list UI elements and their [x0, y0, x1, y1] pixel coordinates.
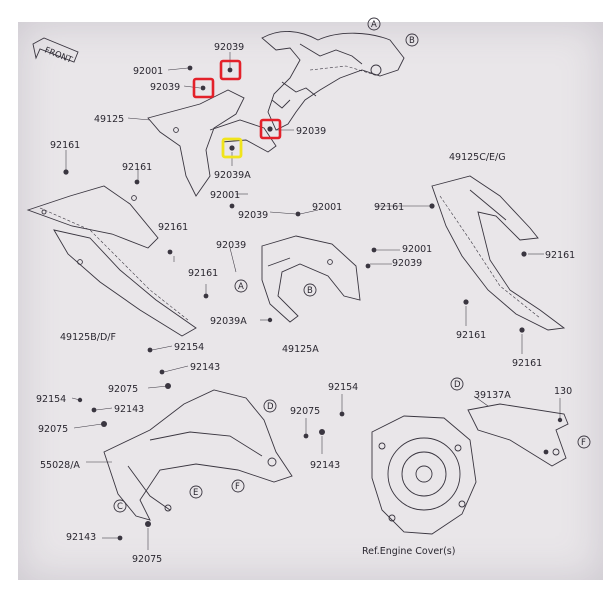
callout-C: C: [113, 499, 127, 513]
part-label: 92143: [114, 404, 144, 415]
part-label: 92161: [545, 250, 575, 261]
bracket-49125: [147, 89, 277, 197]
part-label: 92161: [188, 268, 218, 279]
part-label: 49125B/D/F: [60, 332, 116, 343]
fasteners: [63, 65, 563, 541]
callout-A: A: [234, 279, 248, 293]
part-label: 92161: [50, 140, 80, 151]
bracket-49125A: [261, 235, 361, 323]
part-label: 92039: [150, 82, 180, 93]
part-label: 92143: [66, 532, 96, 543]
callout-D: D: [450, 377, 464, 391]
callout-F: F: [577, 435, 591, 449]
callout-B: B: [303, 283, 317, 297]
part-label: 39137A: [474, 390, 511, 401]
part-label: 92143: [190, 362, 220, 373]
callouts: A B A B C D D: [113, 17, 591, 513]
part-label: 49125A: [282, 344, 319, 355]
part-label: 92075: [290, 406, 320, 417]
svg-text:F: F: [581, 438, 586, 448]
part-labels: 92039 92001 92039 49125 92039 92161 9216…: [36, 42, 575, 565]
part-label: 92039: [296, 126, 326, 137]
highlight-red-box: [259, 118, 282, 140]
lower-shroud-55028A: [103, 389, 293, 521]
svg-text:C: C: [117, 502, 123, 512]
stay-39137A: [467, 403, 569, 467]
svg-text:B: B: [307, 286, 313, 296]
callout-B: B: [405, 33, 419, 47]
highlight-red-box: [192, 77, 215, 99]
part-label: 92039A: [214, 170, 251, 181]
highlights: [192, 59, 282, 159]
part-label: 92154: [328, 382, 358, 393]
part-label: 49125: [94, 114, 124, 125]
part-label: 92161: [456, 330, 486, 341]
callout-F: F: [231, 479, 245, 493]
part-label: 92039: [392, 258, 422, 269]
part-label: Ref.Engine Cover(s): [362, 546, 455, 557]
part-label: 55028/A: [40, 460, 80, 471]
highlight-yellow-box: [221, 137, 243, 159]
part-label: 92001: [133, 66, 163, 77]
front-arrow-icon: FRONT: [32, 37, 79, 66]
engine-cover: [371, 415, 477, 535]
svg-text:A: A: [238, 282, 244, 292]
part-label: 92001: [402, 244, 432, 255]
part-label: 49125C/E/G: [449, 152, 506, 163]
part-label: 92039: [238, 210, 268, 221]
svg-text:A: A: [371, 20, 377, 30]
callout-D: D: [263, 399, 277, 413]
svg-text:E: E: [193, 488, 198, 498]
part-label: 92154: [36, 394, 66, 405]
part-label: 92075: [132, 554, 162, 565]
callout-A: A: [367, 17, 381, 31]
part-label: 92039A: [210, 316, 247, 327]
part-label: 92154: [174, 342, 204, 353]
svg-text:B: B: [409, 36, 415, 46]
part-label: 92161: [158, 222, 188, 233]
part-label: 92161: [122, 162, 152, 173]
part-label: 92143: [310, 460, 340, 471]
callout-E: E: [189, 485, 203, 499]
part-label: 92039: [214, 42, 244, 53]
side-cowl-49125CEG: [431, 175, 566, 331]
svg-text:F: F: [235, 482, 240, 492]
side-cowl-49125BDF: [26, 185, 197, 337]
part-label: 92075: [38, 424, 68, 435]
part-label: 92161: [374, 202, 404, 213]
part-label: 92001: [312, 202, 342, 213]
part-label: 92039: [216, 240, 246, 251]
highlight-red-box: [219, 59, 242, 81]
svg-text:D: D: [267, 402, 274, 412]
part-label: 92161: [512, 358, 542, 369]
part-label: 92001: [210, 190, 240, 201]
frame-outline: [261, 31, 405, 131]
part-label: 92075: [108, 384, 138, 395]
svg-text:D: D: [454, 380, 461, 390]
part-label: 130: [554, 386, 572, 397]
